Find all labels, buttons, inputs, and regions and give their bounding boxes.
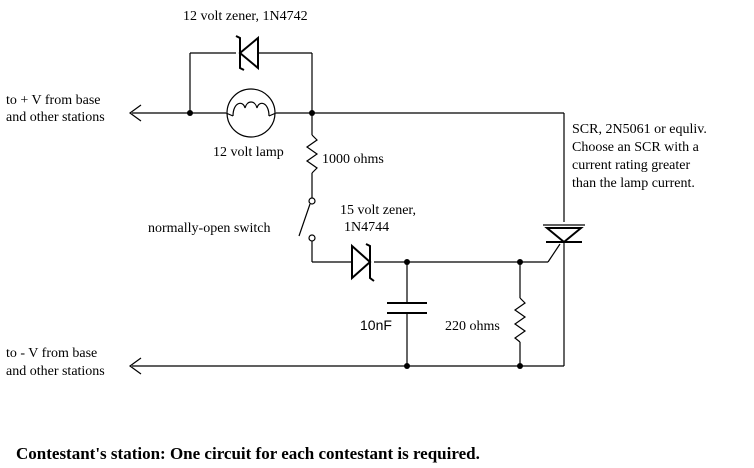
resistor-1000-label: 1000 ohms [322,152,384,167]
plus-v-label-line1: to + V from base [6,93,100,108]
zener-12v-icon [235,35,259,71]
junction-dot [404,363,410,369]
zener-15v-label-line2: 1N4744 [344,220,389,235]
switch-label: normally-open switch [148,221,270,236]
scr-label-line4: than the lamp current. [572,176,695,191]
resistor-220-icon [513,262,527,366]
plus-v-label-line2: and other stations [6,110,105,125]
minus-v-label-line1: to - V from base [6,346,97,361]
scr-label-line2: Choose an SCR with a [572,140,700,155]
lamp-icon [225,88,277,138]
caption: Contestant's station: One circuit for ea… [16,444,480,463]
minus-v-label-line2: and other stations [6,364,105,379]
plus-v-rail [128,104,565,222]
zener-12v-label: 12 volt zener, 1N4742 [183,9,308,24]
junction-dot [187,110,193,116]
capacitor-label: 10nF [360,317,392,333]
zener-15v-icon [351,243,375,282]
minus-v-rail [128,357,564,375]
capacitor-icon [387,262,427,366]
scr-label-line3: current rating greater [572,158,690,173]
lamp-label: 12 volt lamp [213,145,284,160]
zener-15v-label-line1: 15 volt zener, [340,203,416,218]
resistor-220-label: 220 ohms [445,319,500,334]
scr-label-line1: SCR, 2N5061 or equliv. [572,122,707,137]
scr-icon [543,224,585,366]
zener-12v-branch [189,52,313,113]
junction-dot [517,363,523,369]
switch-icon [298,197,316,262]
resistor-1000-icon [305,113,319,198]
gate-line [312,243,561,263]
